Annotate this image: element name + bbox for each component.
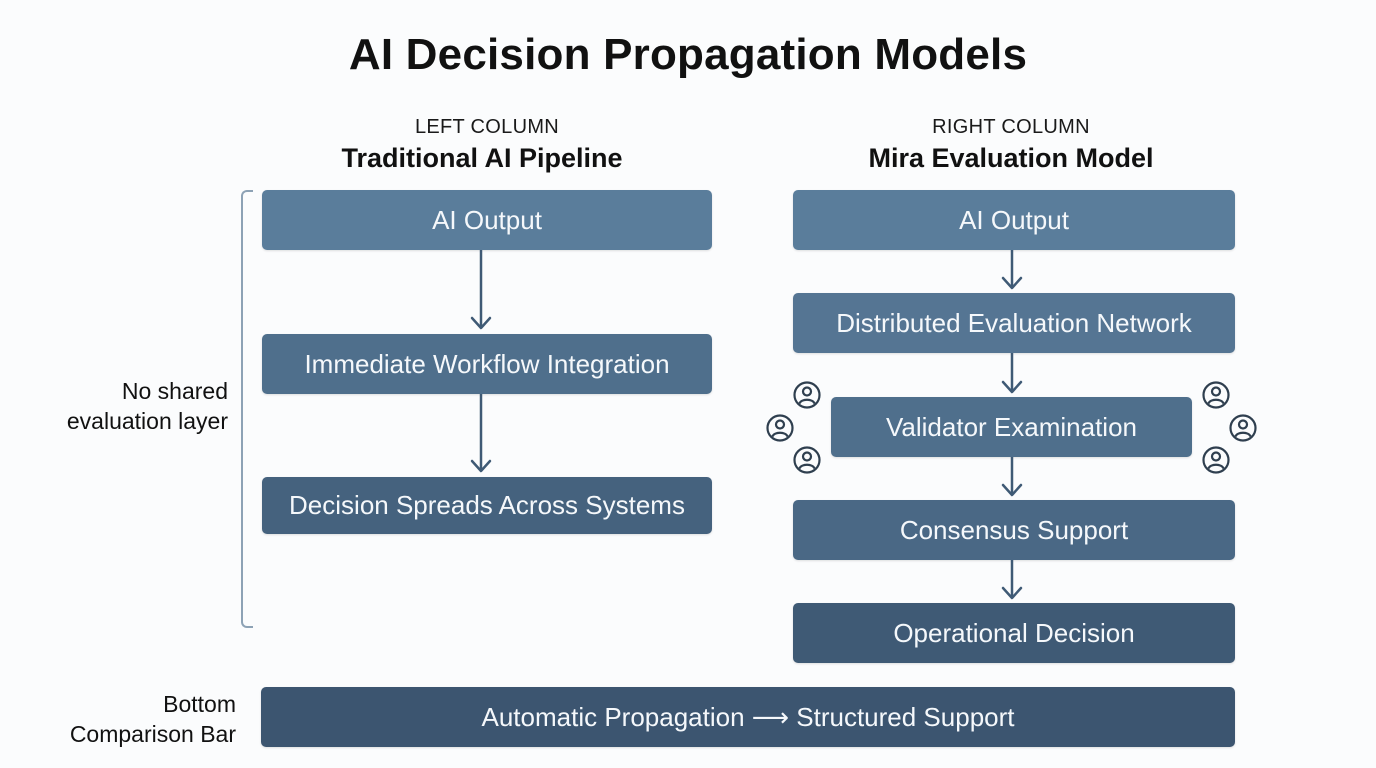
person-icon xyxy=(1202,381,1230,409)
person-icon xyxy=(1202,446,1230,474)
left-step-decision-spreads: Decision Spreads Across Systems xyxy=(262,477,712,534)
right-step-label: Validator Examination xyxy=(886,411,1137,442)
right-step-ai-output: AI Output xyxy=(793,190,1235,250)
right-arrow-1 xyxy=(1001,250,1023,290)
person-icon xyxy=(793,446,821,474)
comparison-bar-text: Automatic Propagation ⟶ Structured Suppo… xyxy=(481,701,1015,732)
right-step-label: Operational Decision xyxy=(893,617,1135,648)
left-arrow-1 xyxy=(470,250,492,330)
right-step-distributed-evaluation: Distributed Evaluation Network xyxy=(793,293,1235,353)
side-note-line-2: evaluation layer xyxy=(66,408,228,434)
right-column-heading: Mira Evaluation Model xyxy=(868,143,1154,173)
person-icon xyxy=(793,381,821,409)
left-step-ai-output: AI Output xyxy=(262,190,712,250)
person-icon xyxy=(766,414,794,442)
left-arrow-2 xyxy=(470,394,492,473)
left-step-label: Immediate Workflow Integration xyxy=(304,348,670,379)
right-step-label: Consensus Support xyxy=(899,514,1129,545)
left-column-heading: Traditional AI Pipeline xyxy=(341,143,623,173)
right-arrow-2 xyxy=(1001,353,1023,394)
right-step-operational-decision: Operational Decision xyxy=(793,603,1235,663)
right-step-label: AI Output xyxy=(959,204,1069,235)
left-bracket xyxy=(241,190,253,628)
side-note-line-1: No shared xyxy=(121,378,228,404)
left-step-immediate-workflow: Immediate Workflow Integration xyxy=(262,334,712,394)
person-icon xyxy=(1229,414,1257,442)
bottom-comparison-label: Bottom Comparison Bar xyxy=(20,689,236,749)
bottom-label-line-1: Bottom xyxy=(163,691,236,717)
right-step-label: Distributed Evaluation Network xyxy=(836,307,1192,338)
diagram-title: AI Decision Propagation Models xyxy=(348,30,1028,79)
no-shared-evaluation-note: No shared evaluation layer xyxy=(20,376,228,436)
right-column-sub-label: RIGHT COLUMN xyxy=(932,116,1090,138)
right-step-validator-examination: Validator Examination xyxy=(831,397,1192,457)
left-step-label: Decision Spreads Across Systems xyxy=(289,490,685,520)
bottom-label-line-2: Comparison Bar xyxy=(69,721,236,747)
right-step-consensus-support: Consensus Support xyxy=(793,500,1235,560)
bottom-comparison-bar: Automatic Propagation ⟶ Structured Suppo… xyxy=(261,687,1235,747)
right-arrow-4 xyxy=(1001,560,1023,600)
left-step-label: AI Output xyxy=(432,204,542,235)
left-column-sub-label: LEFT COLUMN xyxy=(414,116,560,138)
right-arrow-3 xyxy=(1001,457,1023,497)
